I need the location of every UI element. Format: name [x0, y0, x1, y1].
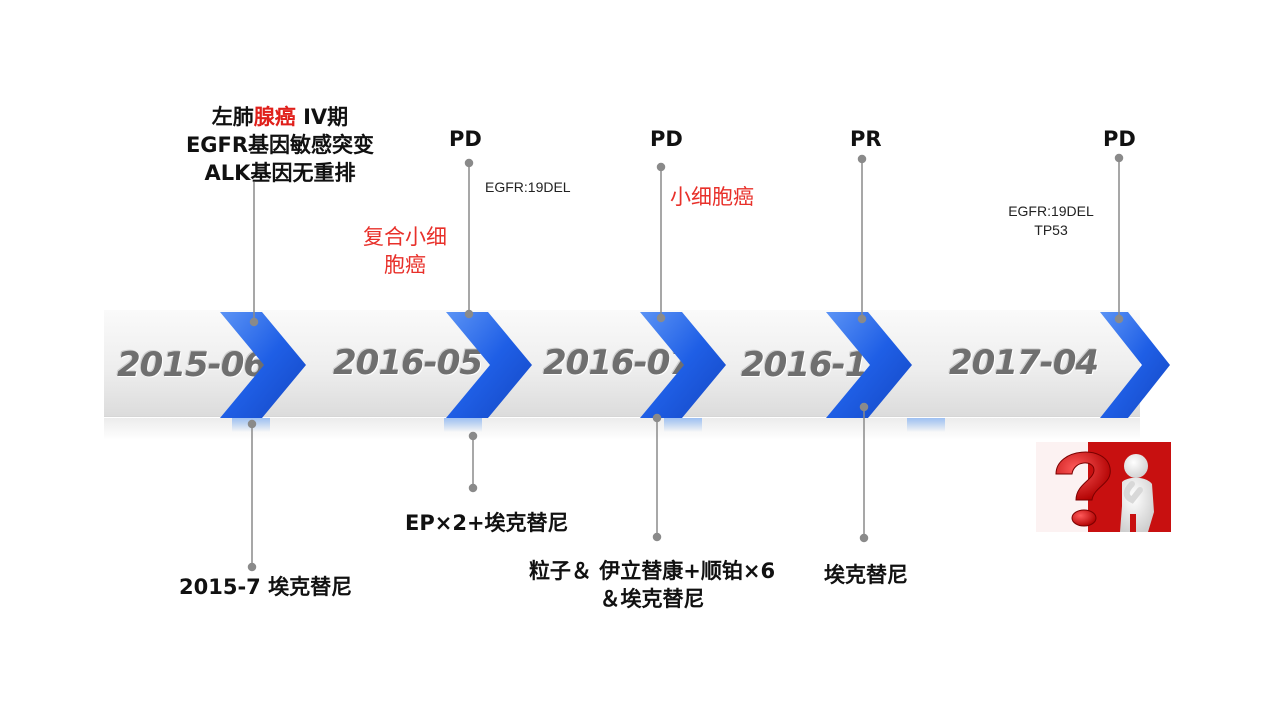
treatment-label-1: 2015-7 埃克替尼 — [179, 575, 353, 599]
pathology-line-1: 复合小细 — [363, 225, 447, 249]
diagnosis-suffix: IV期 — [295, 105, 349, 129]
chevron-arrow — [1100, 312, 1170, 418]
treatment-3-line-1: 粒子＆ 伊立替康+顺铂×6 — [528, 559, 776, 583]
pathology-label-1: 复合小细 胞癌 — [346, 223, 464, 279]
chevron-reflection — [444, 418, 482, 432]
timeline-band-reflection — [104, 418, 1140, 440]
chevron-arrow — [640, 312, 726, 418]
question-mark-figure-icon — [1036, 442, 1171, 532]
mutation-label: EGFR:19DEL — [485, 179, 571, 195]
treatment-label-4: 埃克替尼 — [824, 563, 908, 587]
year-label: 2017-04 — [949, 343, 1099, 383]
pathology-label-2: 小细胞癌 — [670, 185, 754, 209]
mutation-label-2: EGFR:19DEL TP53 — [996, 202, 1106, 240]
year-label: 2016-07 — [543, 343, 693, 383]
pathology-line-2: 胞癌 — [384, 253, 426, 277]
year-label: 2015-06 — [117, 345, 267, 385]
chevron-reflection — [664, 418, 702, 432]
diagnosis-line-2: EGFR基因敏感突变 — [185, 133, 375, 157]
year-label: 2016-05 — [333, 343, 483, 383]
diagnosis-prefix: 左肺 — [211, 105, 254, 129]
diagnosis-line-3: ALK基因无重排 — [204, 161, 356, 185]
status-pd-3: PD — [1103, 127, 1136, 151]
diagnosis-label: 左肺腺癌 IV期 EGFR基因敏感突变 ALK基因无重排 — [150, 103, 410, 187]
diagnosis-highlight: 腺癌 — [253, 105, 296, 129]
chevron-arrow — [826, 312, 912, 418]
treatment-3-line-2: ＆埃克替尼 — [599, 587, 705, 611]
status-pd-2: PD — [650, 127, 683, 151]
diagnosis-line-1: 左肺腺癌 IV期 — [150, 103, 410, 131]
mutation-line-1: EGFR:19DEL — [1008, 203, 1094, 219]
status-pd-1: PD — [449, 127, 482, 151]
chevron-arrow — [446, 312, 532, 418]
chevron-arrow — [220, 312, 306, 418]
chevron-reflection — [907, 418, 945, 432]
treatment-label-3: 粒子＆ 伊立替康+顺铂×6 ＆埃克替尼 — [512, 557, 792, 613]
mutation-line-2: TP53 — [1034, 222, 1068, 238]
status-pr: PR — [850, 127, 882, 151]
treatment-label-2: EP×2+埃克替尼 — [405, 511, 569, 535]
